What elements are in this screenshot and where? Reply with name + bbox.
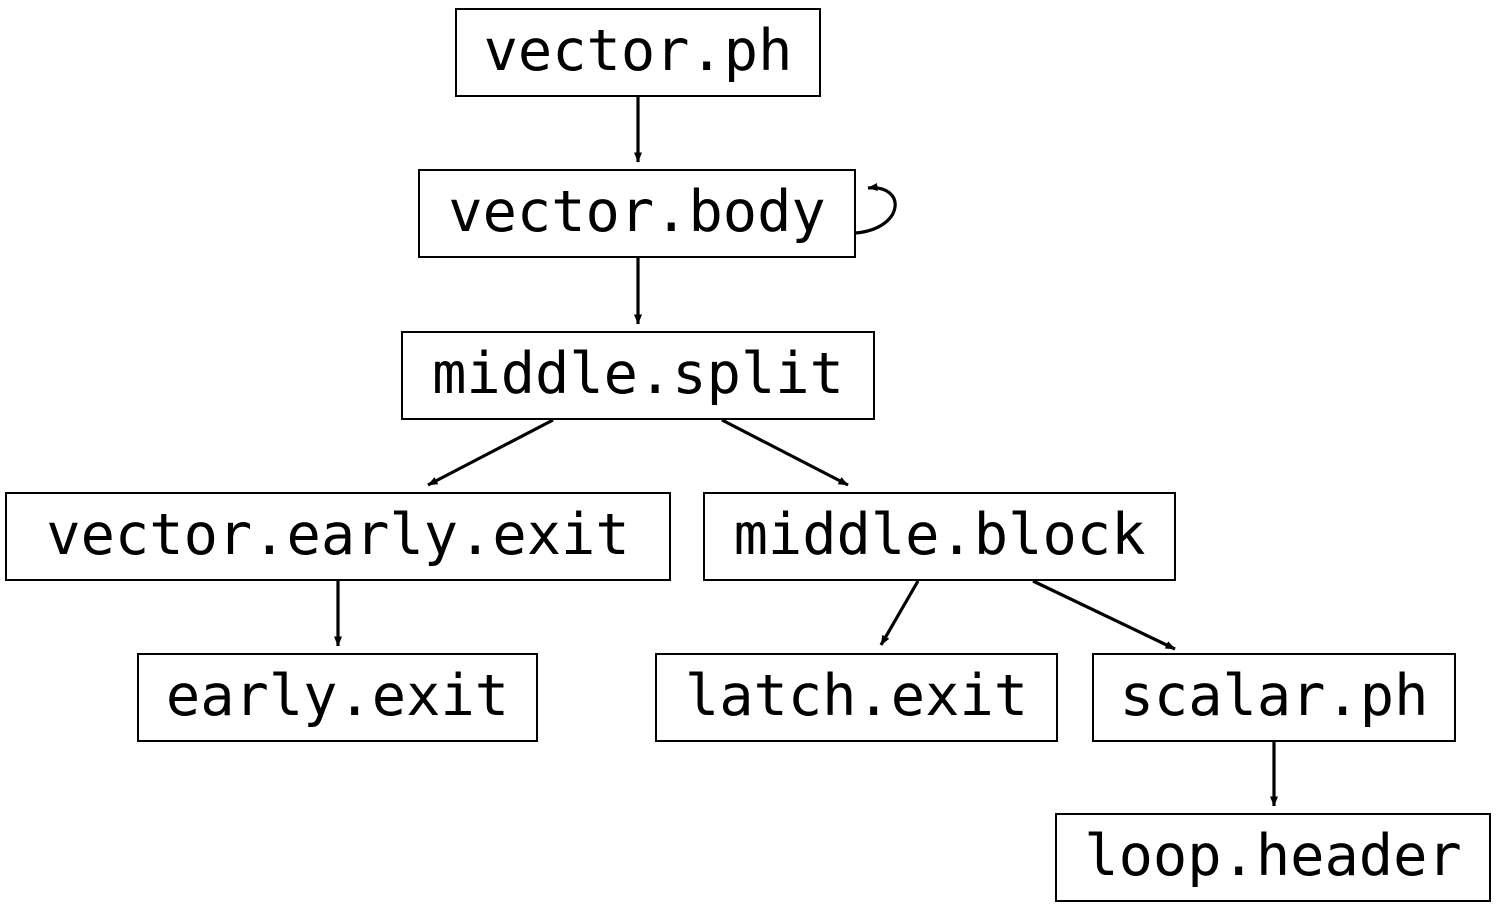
node-label: scalar.ph (1119, 663, 1429, 729)
node-label: middle.block (733, 502, 1146, 568)
node-label: loop.header (1084, 823, 1462, 889)
edge-middle-block-to-latch-exit (879, 580, 920, 646)
node-vector-early-exit[interactable]: vector.early.exit (5, 492, 671, 581)
node-latch-exit[interactable]: latch.exit (655, 653, 1058, 742)
edge-middle-block-to-scalar-ph (1032, 579, 1176, 651)
edge-middle-split-to-middle-block (721, 418, 849, 487)
node-loop-header[interactable]: loop.header (1055, 813, 1491, 902)
node-label: middle.split (432, 341, 844, 407)
node-label: latch.exit (684, 663, 1029, 729)
node-middle-split[interactable]: middle.split (401, 331, 875, 420)
node-vector-ph[interactable]: vector.ph (455, 8, 821, 97)
node-early-exit[interactable]: early.exit (137, 653, 538, 742)
node-vector-body[interactable]: vector.body (418, 169, 856, 258)
node-scalar-ph[interactable]: scalar.ph (1092, 653, 1456, 742)
node-label: vector.early.exit (46, 502, 630, 568)
node-label: early.exit (165, 663, 510, 729)
node-label: vector.body (448, 179, 826, 245)
node-label: vector.ph (483, 18, 793, 84)
edge-middle-split-to-vector-early-exit (427, 418, 554, 487)
node-middle-block[interactable]: middle.block (703, 492, 1176, 581)
edge-vector-body-self-loop (855, 183, 897, 235)
